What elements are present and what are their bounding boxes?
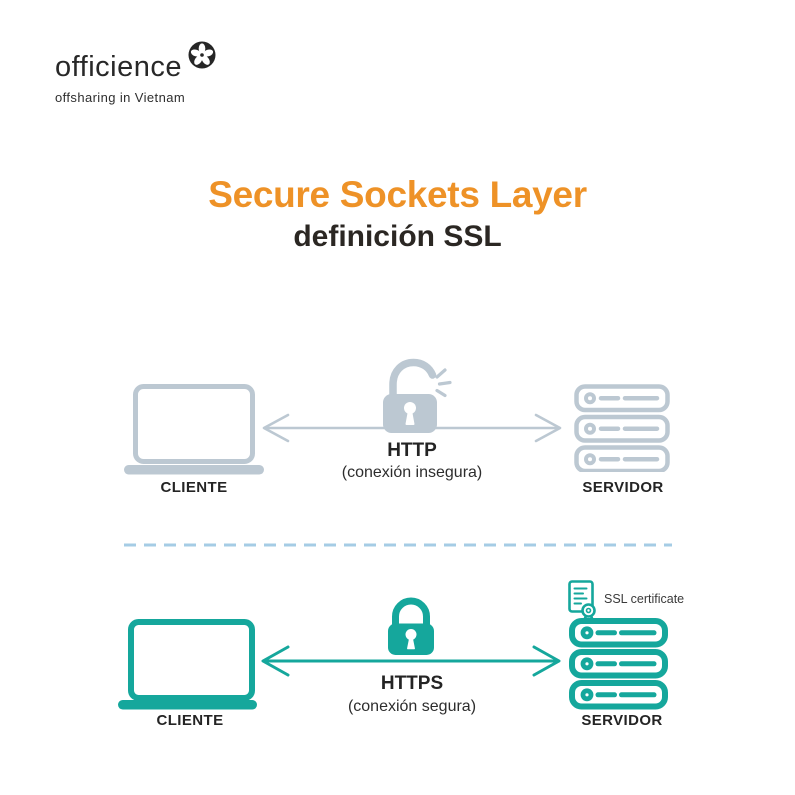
page-title: Secure Sockets Layer [208,174,587,215]
logo-wordmark: officience [55,51,182,83]
protocol-label-https: HTTPS [380,673,444,694]
client-label-http: CLIENTE [160,479,228,496]
spark-lines-icon [435,368,452,398]
server-label-https: SERVIDOR [581,712,663,729]
closed-padlock-icon [388,597,434,655]
open-padlock-icon [383,358,452,433]
server-label-http: SERVIDOR [582,479,664,496]
title-block: Secure Sockets Layer definición SSL [0,174,795,254]
double-arrow-icon [261,645,561,677]
server-stack-icon [569,618,668,710]
protocol-label-http: HTTP [387,440,437,461]
ssl-certificate-label: SSL certificate [604,592,685,606]
logo: officience offsharing in Vietnam [55,41,216,105]
client-label-https: CLIENTE [156,712,224,729]
logo-tagline: offsharing in Vietnam [55,90,186,105]
server-stack-icon [574,384,670,472]
laptop-icon [118,619,257,710]
connection-note-http: (conexión insegura) [341,464,483,481]
connection-note-https: (conexión segura) [347,698,477,715]
flower-gear-icon [188,41,216,69]
ssl-certificate-icon [568,580,596,623]
section-divider [124,543,672,547]
page-subtitle: definición SSL [293,220,502,253]
laptop-icon [124,384,264,475]
